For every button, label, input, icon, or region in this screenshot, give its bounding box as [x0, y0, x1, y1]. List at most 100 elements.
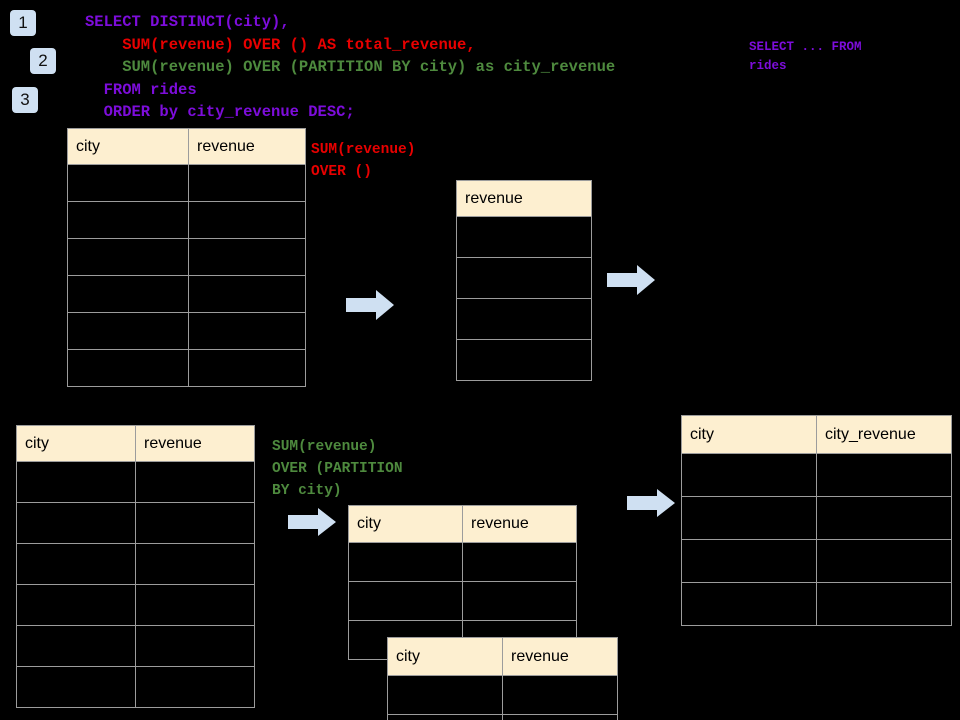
- table-row: [681, 582, 952, 626]
- partition-table-front: city revenue: [387, 637, 618, 720]
- table-cell: [456, 216, 592, 258]
- table-cell: [67, 164, 189, 202]
- sql-fragment-line-1: SELECT ... FROM: [749, 40, 862, 54]
- table-row: [348, 542, 577, 582]
- column-header-city: city: [681, 415, 817, 454]
- table-cell: [188, 349, 306, 387]
- column-header-city-revenue: city_revenue: [816, 415, 952, 454]
- table-cell: [816, 496, 952, 540]
- annotation-city-revenue: SUM(revenue) OVER (PARTITION BY city): [272, 439, 403, 499]
- sql-line-from: FROM rides: [85, 81, 197, 99]
- step-badge-2[interactable]: 2: [30, 48, 56, 74]
- table-cell: [188, 201, 306, 239]
- table-cell: [681, 453, 817, 497]
- arrow-source-to-partition: [288, 508, 336, 536]
- total-revenue-table: revenue: [456, 180, 592, 381]
- column-header-revenue: revenue: [462, 505, 577, 543]
- rides-source-table-bottom: city revenue: [16, 425, 255, 708]
- table-header-row: city city_revenue: [681, 415, 952, 454]
- arrow-source-to-total: [346, 290, 394, 320]
- table-row: [16, 543, 255, 585]
- table-cell: [681, 496, 817, 540]
- table-cell: [16, 625, 136, 667]
- rides-source-table-top: city revenue: [67, 128, 306, 387]
- table-cell: [135, 625, 255, 667]
- table-cell: [188, 238, 306, 276]
- table-row: [456, 298, 592, 340]
- table-cell: [188, 275, 306, 313]
- table-cell: [135, 461, 255, 503]
- table-cell: [188, 164, 306, 202]
- table-cell: [135, 584, 255, 626]
- table-row: [387, 714, 618, 720]
- table-row: [67, 312, 306, 350]
- sql-line-select: SELECT DISTINCT(city),: [85, 13, 290, 31]
- table-cell: [462, 581, 577, 621]
- arrow-partition-to-result: [627, 489, 675, 517]
- table-cell: [456, 298, 592, 340]
- table-cell: [681, 539, 817, 583]
- column-header-revenue: revenue: [502, 637, 618, 676]
- table-cell: [67, 349, 189, 387]
- arrow-total-to-result: [607, 265, 655, 295]
- table-cell: [387, 675, 503, 715]
- table-cell: [502, 714, 618, 720]
- table-cell: [135, 666, 255, 708]
- table-row: [67, 164, 306, 202]
- step-badge-3[interactable]: 3: [12, 87, 38, 113]
- table-cell: [456, 339, 592, 381]
- table-row: [16, 461, 255, 503]
- table-row: [67, 349, 306, 387]
- column-header-city: city: [348, 505, 463, 543]
- table-cell: [67, 312, 189, 350]
- annotation-total-revenue: SUM(revenue) OVER (): [311, 142, 416, 180]
- table-cell: [348, 542, 463, 582]
- table-cell: [67, 238, 189, 276]
- table-cell: [135, 543, 255, 585]
- table-cell: [135, 502, 255, 544]
- table-cell: [16, 666, 136, 708]
- table-cell: [502, 675, 618, 715]
- table-header-row: city revenue: [387, 637, 618, 676]
- column-header-city: city: [67, 128, 189, 165]
- column-header-city: city: [16, 425, 136, 462]
- table-cell: [188, 312, 306, 350]
- table-header-row: city revenue: [348, 505, 577, 543]
- table-row: [456, 257, 592, 299]
- table-cell: [16, 543, 136, 585]
- table-row: [67, 275, 306, 313]
- column-header-revenue: revenue: [456, 180, 592, 217]
- table-cell: [456, 257, 592, 299]
- table-row: [67, 238, 306, 276]
- column-header-revenue: revenue: [188, 128, 306, 165]
- table-row: [456, 339, 592, 381]
- table-header-row: city revenue: [67, 128, 306, 165]
- table-cell: [816, 582, 952, 626]
- table-row: [681, 539, 952, 583]
- table-row: [16, 502, 255, 544]
- table-row: [67, 201, 306, 239]
- table-cell: [387, 714, 503, 720]
- table-cell: [462, 542, 577, 582]
- table-row: [16, 666, 255, 708]
- table-row: [348, 581, 577, 621]
- table-cell: [67, 275, 189, 313]
- sql-line-order-by: ORDER by city_revenue DESC;: [85, 103, 355, 121]
- table-row: [456, 216, 592, 258]
- table-cell: [816, 539, 952, 583]
- table-cell: [16, 461, 136, 503]
- table-row: [681, 496, 952, 540]
- table-header-row: revenue: [456, 180, 592, 217]
- table-row: [16, 625, 255, 667]
- table-cell: [681, 582, 817, 626]
- table-cell: [348, 581, 463, 621]
- table-header-row: city revenue: [16, 425, 255, 462]
- final-result-table: city city_revenue: [681, 415, 952, 626]
- step-badge-1[interactable]: 1: [10, 10, 36, 36]
- table-cell: [16, 584, 136, 626]
- sql-fragment-line-2: rides: [749, 59, 787, 73]
- column-header-city: city: [387, 637, 503, 676]
- table-cell: [16, 502, 136, 544]
- table-row: [387, 675, 618, 715]
